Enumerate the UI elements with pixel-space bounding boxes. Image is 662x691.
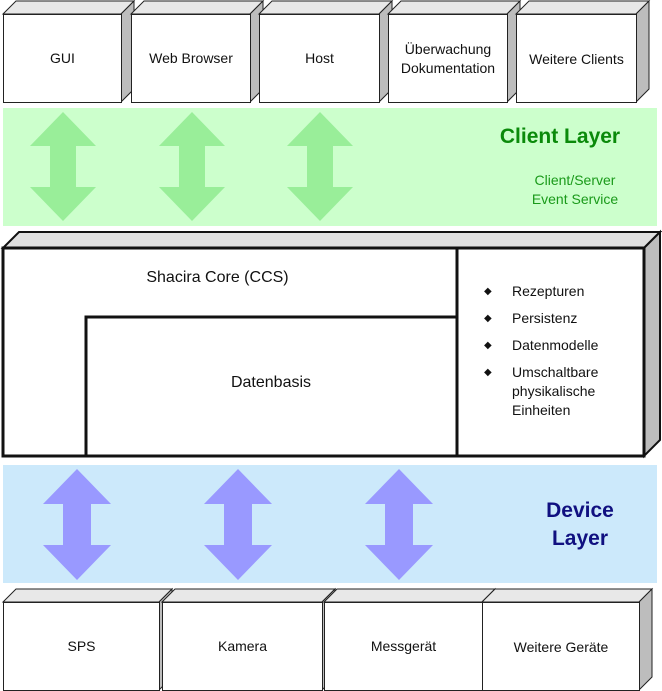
client-box-more-clients: Weitere Clients [516,14,637,103]
client-layer-title: Client Layer [499,125,621,148]
device-layer-title-line1: Device [546,499,614,522]
client-label-host: Host [305,50,334,66]
client-layer-subtitle: Client/Server Event Service [470,171,662,209]
bullet-icon: ◆ [484,340,492,351]
feature-item: ◆ Datenmodelle [482,336,662,355]
client-label-monitoring: Überwachung Dokumentation [400,40,496,76]
client-box-host: Host [259,14,380,103]
client-box-monitoring: Überwachung Dokumentation [388,14,508,103]
database-label: Datenbasis [230,374,312,391]
device-label-sps: SPS [67,638,96,654]
client-box-gui: GUI [3,14,122,103]
feature-label: Datenmodelle [512,337,599,353]
device-box-measuring-device: Messgerät [324,602,483,691]
client-layer-subtitle-line1: Client/Server [534,172,616,188]
device-label-more-devices: Weitere Geräte [513,639,609,655]
device-box-camera: Kamera [162,602,323,691]
device-box-sps: SPS [3,602,160,691]
device-label-camera: Kamera [217,638,268,654]
feature-label: Rezepturen [512,283,585,299]
bullet-icon: ◆ [484,286,492,297]
feature-item: ◆ Umschaltbare physikalische Einheiten [482,363,637,420]
core-title: Shacira Core (CCS) [146,269,289,286]
feature-label: Persistenz [512,310,578,326]
feature-item: ◆ Persistenz [482,309,662,328]
bullet-icon: ◆ [484,313,492,324]
device-box-more-devices: Weitere Geräte [482,602,640,691]
device-layer-title: Device Layer [505,497,655,553]
device-label-measuring-device: Messgerät [370,638,437,654]
client-label-more-clients: Weitere Clients [529,51,624,67]
client-box-web-browser: Web Browser [131,14,251,103]
client-label-web-browser: Web Browser [149,50,233,66]
feature-label: Umschaltbare physikalische Einheiten [512,364,599,418]
feature-item: ◆ Rezepturen [482,282,662,301]
client-label-gui: GUI [50,50,75,66]
core-feature-list: ◆ Rezepturen ◆ Persistenz ◆ Datenmodelle ◆ U… [482,282,662,428]
device-layer-band [3,465,657,583]
bullet-icon: ◆ [484,367,492,378]
device-layer-title-line2: Layer [551,527,609,550]
client-layer-subtitle-line2: Event Service [531,191,619,207]
